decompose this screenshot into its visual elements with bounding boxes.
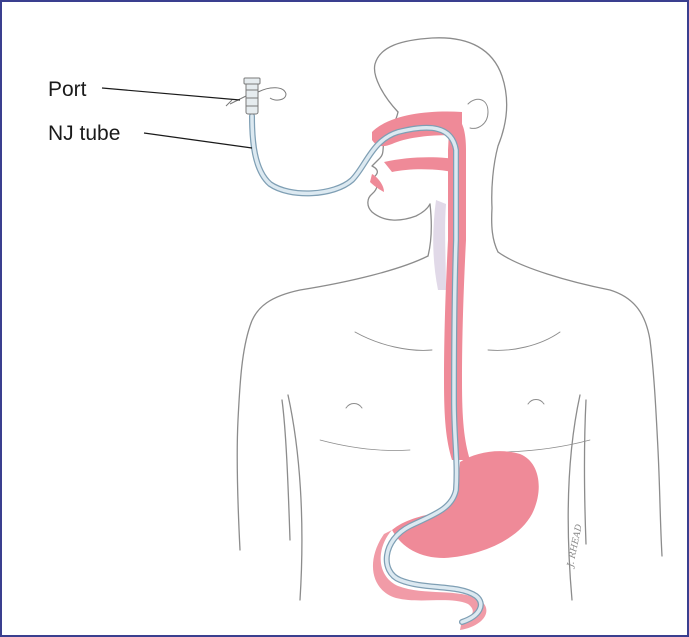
tube-port <box>226 78 286 114</box>
port-leader-line <box>102 88 240 100</box>
nj-tube-label: NJ tube <box>48 123 120 144</box>
nj-tube-leader-line <box>144 133 252 148</box>
neck-shading <box>433 200 446 290</box>
port-label: Port <box>48 79 87 100</box>
